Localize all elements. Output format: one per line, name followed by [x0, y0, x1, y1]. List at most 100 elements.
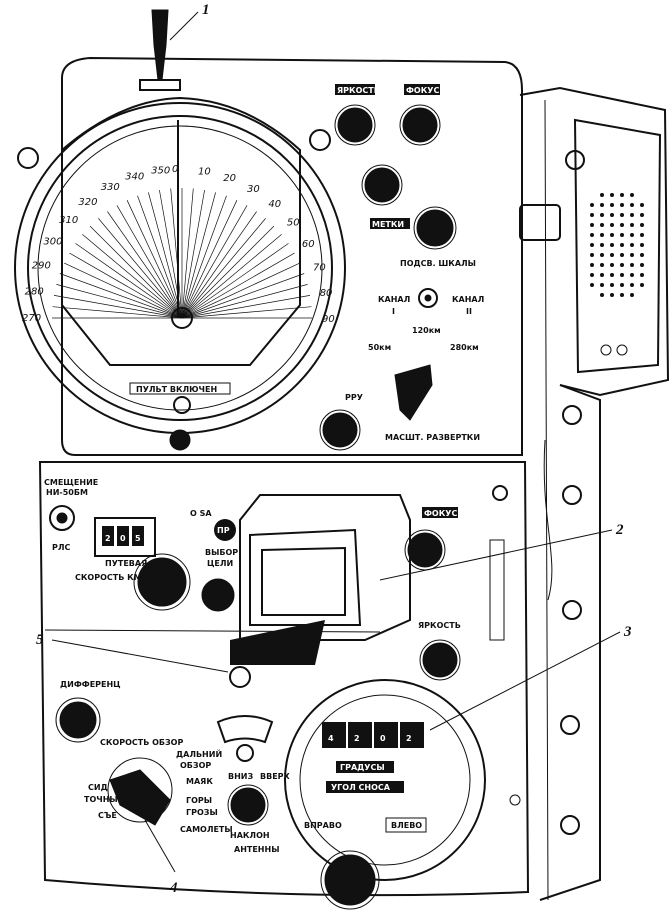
grille-hole — [600, 253, 604, 257]
dial-ray — [170, 188, 183, 319]
offset-toggle[interactable] — [49, 505, 75, 531]
handle-lever[interactable] — [139, 9, 181, 91]
drift-digit-bg — [348, 722, 372, 748]
unlabeled-knob-upper[interactable] — [361, 164, 403, 206]
grille-hole — [590, 213, 594, 217]
aircraft-label: САМОЛЕТЫ — [180, 825, 233, 834]
bottom-bezel-knob[interactable] — [169, 429, 191, 451]
range-50-label: 50км — [368, 343, 391, 352]
focus-knob-upper[interactable] — [399, 104, 441, 146]
mount-bolt — [565, 150, 585, 170]
offset-label-1: СМЕЩЕНИЕ — [44, 478, 98, 487]
dial-ray — [181, 195, 227, 319]
side-housing — [519, 86, 670, 901]
grille-hole — [610, 253, 614, 257]
dial-label: 70 — [313, 263, 326, 274]
callout-line — [51, 639, 229, 673]
drift-digit-bg — [400, 722, 424, 748]
dial-ray — [181, 205, 248, 319]
grille-hole — [610, 293, 614, 297]
rru-knob[interactable] — [319, 409, 361, 451]
right-label: ВПРАВО — [304, 821, 342, 830]
differential-knob[interactable] — [55, 697, 101, 743]
grille-hole — [630, 193, 634, 197]
speed-label-1: ПУТЕВАЯ — [105, 559, 147, 568]
dial-ray — [181, 306, 312, 319]
dial-ray — [137, 195, 183, 319]
grille-hole — [640, 243, 644, 247]
dial-rays — [52, 188, 312, 319]
dial-ray — [181, 262, 300, 319]
mode-label-1: СИД — [88, 783, 108, 792]
drift-knob[interactable] — [320, 850, 380, 910]
grille-hole — [640, 273, 644, 277]
grille-hole — [600, 193, 604, 197]
speaker-grille — [590, 193, 644, 297]
bezel-knob-left[interactable] — [17, 147, 39, 169]
grille-hole — [600, 233, 604, 237]
far-label-2: ОБЗОР — [180, 761, 211, 770]
side-screw — [600, 344, 612, 356]
pr-button[interactable] — [214, 519, 236, 541]
grille-hole — [610, 283, 614, 287]
dial-ray — [59, 273, 183, 319]
offset-label-2: НИ-50БМ — [46, 488, 88, 497]
grille-hole — [630, 273, 634, 277]
tilt-knob[interactable] — [227, 784, 269, 826]
channel-1-num: I — [392, 307, 395, 316]
brightness-knob-lower[interactable] — [419, 639, 461, 681]
rls-label: РЛС — [52, 543, 71, 552]
focus-label-bg — [404, 84, 440, 95]
dial-ray — [148, 192, 183, 319]
dial-ray — [181, 234, 282, 319]
dial-ray — [181, 243, 289, 319]
viewing-hood — [230, 494, 411, 665]
dial-ray — [181, 295, 311, 319]
focus-label-upper: ФОКУС — [406, 86, 439, 95]
dial-label: 290 — [32, 261, 51, 272]
brightness-knob-upper[interactable] — [334, 104, 376, 146]
dial-ray — [181, 200, 238, 319]
grille-hole — [630, 233, 634, 237]
mode-selector-knob[interactable] — [109, 769, 171, 826]
grille-hole — [590, 283, 594, 287]
dial-ray — [181, 284, 308, 319]
dial-label: 340 — [125, 172, 144, 183]
dial-ray — [181, 192, 216, 319]
mount-bolt — [560, 715, 580, 735]
focus-knob-lower[interactable] — [404, 529, 446, 571]
marks-label-bg — [370, 218, 410, 229]
sweep-scale-knob[interactable] — [394, 364, 433, 421]
grille-hole — [630, 283, 634, 287]
cable — [543, 439, 553, 601]
grille-hole — [610, 213, 614, 217]
dial-label: 350 — [151, 166, 170, 177]
differential-label: ДИФФЕРЕНЦ — [60, 680, 121, 689]
target-select-knob[interactable] — [201, 578, 235, 612]
callout-4: 4 — [169, 880, 178, 896]
grille-hole — [640, 223, 644, 227]
grille-hole — [610, 203, 614, 207]
marks-knob[interactable] — [413, 206, 457, 250]
left-label: ВЛЕВО — [391, 821, 422, 830]
dial-label: 0 — [172, 164, 178, 175]
dial-ray — [53, 295, 183, 319]
channel-switch[interactable] — [418, 288, 438, 308]
o-sa-label: О SA — [190, 509, 212, 518]
grille-hole — [590, 273, 594, 277]
grille-hole — [610, 233, 614, 237]
dial-label: 90 — [322, 314, 335, 325]
far-label-1: ДАЛЬНИЙ — [176, 748, 222, 759]
grille-hole — [640, 263, 644, 267]
speed-label-2: СКОРОСТЬ КМ — [75, 573, 142, 582]
dial-ray — [181, 252, 295, 319]
tilt-scale — [216, 715, 274, 744]
grille-hole — [600, 263, 604, 267]
callout-5: 5 — [36, 632, 44, 648]
bezel-knob-right[interactable] — [309, 129, 331, 151]
speed-knob[interactable] — [133, 553, 191, 611]
drift-digit: 4 — [328, 734, 334, 743]
grille-hole — [610, 223, 614, 227]
dial-ray — [181, 211, 257, 319]
